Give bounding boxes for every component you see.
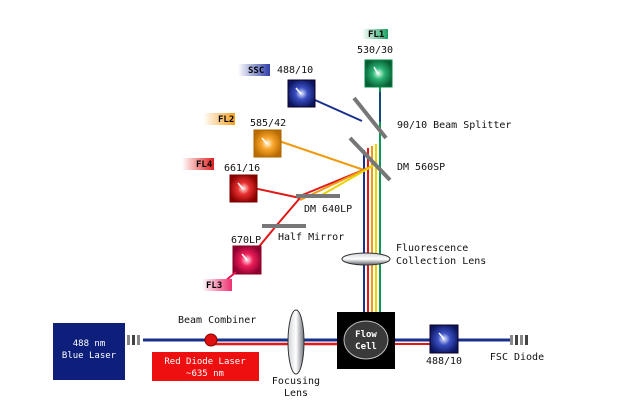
red-laser-line1: Red Diode Laser	[164, 357, 246, 367]
fl2-detector: FL2 585/42	[203, 113, 286, 158]
dm560sp-mirror	[348, 136, 392, 182]
focusing-lens-label-line1: Focusing	[272, 376, 320, 387]
fsc-detector: 488/10 FSC Diode	[426, 324, 544, 367]
fl4-detector: FL4 661/16	[182, 158, 260, 203]
red-to-half-mirror	[275, 197, 301, 227]
focusing-lens-label-line2: Lens	[284, 388, 308, 399]
fsc-needle	[438, 332, 445, 340]
fl3-tag: FL3	[206, 281, 222, 291]
flow-cell-line2: Cell	[355, 342, 377, 352]
blue-laser-aperture	[127, 335, 140, 345]
blue-laser-line2: Blue Laser	[62, 351, 117, 361]
fsc-diode-label: FSC Diode	[490, 352, 544, 363]
flow-cell-line1: Flow	[355, 330, 377, 340]
mirrors	[262, 96, 392, 228]
fl3-needle	[241, 253, 248, 261]
fl1-needle	[373, 66, 379, 75]
blue-laser	[53, 323, 125, 380]
fl4-needle	[237, 182, 244, 190]
fl4-tag: FL4	[196, 160, 213, 170]
fl4-filter: 661/16	[224, 163, 260, 174]
beam-splitter-mirror	[352, 96, 388, 140]
fluorescence-lens-label-line2: Collection Lens	[396, 256, 486, 267]
fl3-filter: 670LP	[231, 235, 261, 246]
beam-combiner-label: Beam Combiner	[178, 315, 256, 326]
fl2-filter: 585/42	[250, 118, 286, 129]
dm640lp-label: DM 640LP	[304, 204, 352, 215]
reflected-yellow-1	[319, 163, 377, 197]
blue-laser-line1: 488 nm	[73, 339, 106, 349]
fl3-detector: 670LP FL3	[202, 235, 262, 291]
fl2-tag: FL2	[218, 115, 234, 125]
ssc-detector: SSC 488/10	[238, 64, 316, 108]
half-mirror-label: Half Mirror	[278, 232, 344, 243]
ssc-tag: SSC	[248, 66, 264, 76]
fluorescence-collection-lens	[341, 252, 391, 266]
fl1-filter: 530/30	[357, 45, 393, 56]
fsc-diode	[510, 335, 528, 345]
fl1-tag: FL1	[368, 30, 384, 40]
red-diode-laser	[152, 352, 259, 381]
flow-cell-window	[343, 320, 389, 360]
fsc-filter: 488/10	[426, 356, 462, 367]
ssc-needle	[295, 87, 302, 95]
dm560sp-label: DM 560SP	[397, 162, 445, 173]
fl1-detector: FL1 530/30	[357, 29, 393, 88]
ssc-filter: 488/10	[277, 65, 313, 76]
focusing-lens	[287, 309, 305, 375]
fl2-needle	[261, 137, 268, 145]
red-laser-line2: ~635 nm	[186, 369, 224, 379]
beam-combiner	[204, 333, 218, 347]
fluorescence-lens-label-line1: Fluorescence	[396, 243, 468, 254]
fl2-beam	[275, 139, 365, 171]
beam-splitter-label: 90/10 Beam Splitter	[397, 120, 511, 131]
